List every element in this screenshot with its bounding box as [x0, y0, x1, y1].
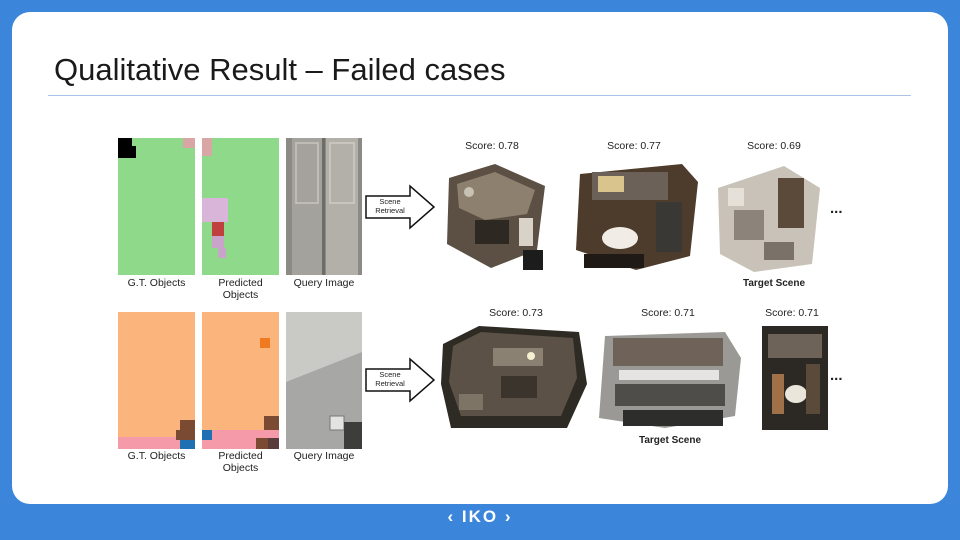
gt-objects-map-2 — [118, 312, 195, 449]
slide-title: Qualitative Result – Failed cases — [54, 52, 506, 87]
predicted-objects-label-1: Predicted Objects — [202, 277, 279, 301]
score-1-1: Score: 0.78 — [465, 140, 519, 152]
predicted-label-line2: Objects — [222, 289, 259, 301]
query-image-label-2: Query Image — [293, 450, 355, 462]
arrow-text-line1: Scene — [379, 197, 401, 206]
target-scene-label-1: Target Scene — [742, 278, 806, 289]
scene-render-2-3 — [762, 326, 828, 430]
arrow-text-line1: Scene — [379, 370, 401, 379]
predicted-objects-map-1 — [202, 138, 279, 275]
score-2-2: Score: 0.71 — [641, 307, 695, 319]
arrow-text-2: Scene Retrieval — [366, 370, 414, 388]
scene-retrieval-arrow-2 — [365, 357, 436, 403]
predicted-label-line2: Objects — [222, 462, 259, 474]
predicted-objects-label-2: Predicted Objects — [202, 450, 279, 474]
arrow-text-1: Scene Retrieval — [366, 197, 414, 215]
predicted-label-line1: Predicted — [218, 450, 263, 462]
gt-objects-label-2: G.T. Objects — [127, 450, 186, 462]
arrow-text-line2: Retrieval — [375, 206, 405, 215]
score-2-3: Score: 0.71 — [765, 307, 819, 319]
gt-objects-label-1: G.T. Objects — [127, 277, 186, 289]
score-1-3: Score: 0.69 — [747, 140, 801, 152]
arrow-text-line2: Retrieval — [375, 379, 405, 388]
scene-render-1-3 — [718, 166, 820, 272]
scene-render-1-1 — [447, 164, 545, 270]
score-1-2: Score: 0.77 — [607, 140, 661, 152]
slide-card: Qualitative Result – Failed cases G.T. O… — [12, 12, 948, 504]
more-indicator-2: ... — [830, 367, 843, 384]
predicted-objects-map-2 — [202, 312, 279, 449]
scene-render-2-2 — [599, 332, 741, 428]
gt-objects-map-1 — [118, 138, 195, 275]
title-divider — [48, 95, 911, 96]
score-2-1: Score: 0.73 — [489, 307, 543, 319]
footer-logo: ‹ IKO › — [447, 507, 513, 526]
scene-retrieval-arrow-1 — [365, 184, 436, 230]
more-indicator-1: ... — [830, 200, 843, 217]
query-image-1 — [286, 138, 362, 275]
predicted-label-line1: Predicted — [218, 277, 263, 289]
scene-render-1-2 — [576, 164, 698, 270]
scene-render-2-1 — [441, 326, 587, 428]
query-image-2 — [286, 312, 362, 449]
query-image-label-1: Query Image — [293, 277, 355, 289]
target-scene-label-2: Target Scene — [638, 435, 702, 446]
